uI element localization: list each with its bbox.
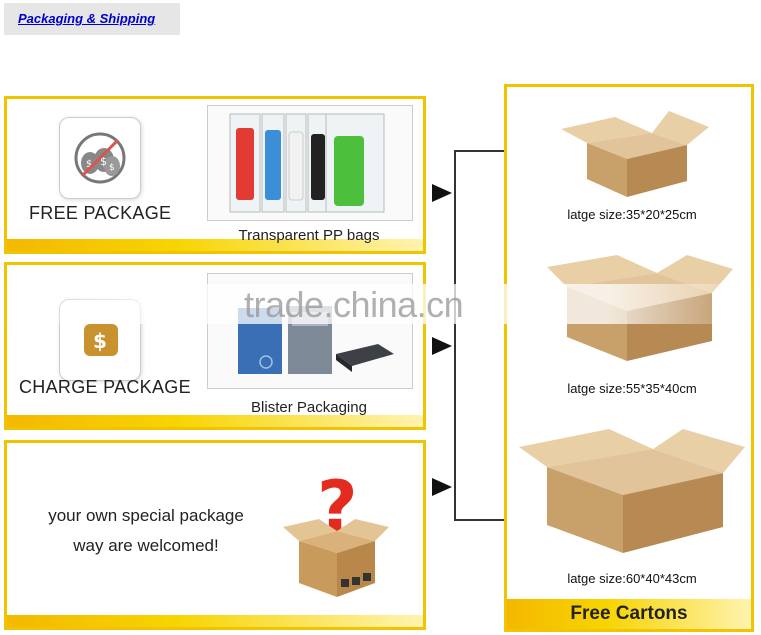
own-package-line1: your own special package xyxy=(48,506,244,525)
free-cartons-panel: latge size:35*20*25cm latge size:55*35*4… xyxy=(504,84,754,632)
connector-vertical-line xyxy=(454,150,456,520)
arrow-right-icon xyxy=(432,184,452,202)
own-package-panel: your own special package way are welcome… xyxy=(4,440,426,630)
carton-medium-size: latge size:55*35*40cm xyxy=(567,381,697,396)
free-package-label: FREE PACKAGE xyxy=(29,203,172,223)
svg-text:$: $ xyxy=(93,329,107,353)
connector-top-line xyxy=(454,150,504,152)
carton-small-size: latge size:35*20*25cm xyxy=(567,207,697,222)
pp-bags-image xyxy=(207,105,413,221)
free-package-panel: $ $ $ FREE PACKAGE Transparent PP bags xyxy=(4,96,426,254)
svg-text:$: $ xyxy=(100,155,107,168)
watermark-text: trade.china.cn xyxy=(244,284,464,325)
section-tab: Packaging & Shipping xyxy=(4,3,180,35)
carton-large-size: latge size:60*40*43cm xyxy=(567,571,697,586)
arrow-right-icon xyxy=(432,337,452,355)
carton-large-image xyxy=(513,407,749,557)
pp-bags-caption: Transparent PP bags xyxy=(238,227,380,244)
svg-text:$: $ xyxy=(109,163,115,173)
blister-packaging-caption: Blister Packaging xyxy=(251,399,367,416)
money-bags-crossed-icon: $ $ $ xyxy=(59,117,141,199)
arrow-right-icon xyxy=(432,478,452,496)
watermark: trade.china.cn xyxy=(0,284,761,325)
question-mark-box-icon: ? xyxy=(277,461,397,601)
own-package-line2: way are welcomed! xyxy=(73,536,219,555)
free-cartons-title: Free Cartons xyxy=(570,603,688,624)
carton-small-image xyxy=(557,93,717,203)
svg-text:$: $ xyxy=(86,159,92,170)
charge-package-label: CHARGE PACKAGE xyxy=(19,377,191,397)
connector-bottom-line xyxy=(454,519,504,521)
packaging-shipping-link[interactable]: Packaging & Shipping xyxy=(18,11,156,26)
